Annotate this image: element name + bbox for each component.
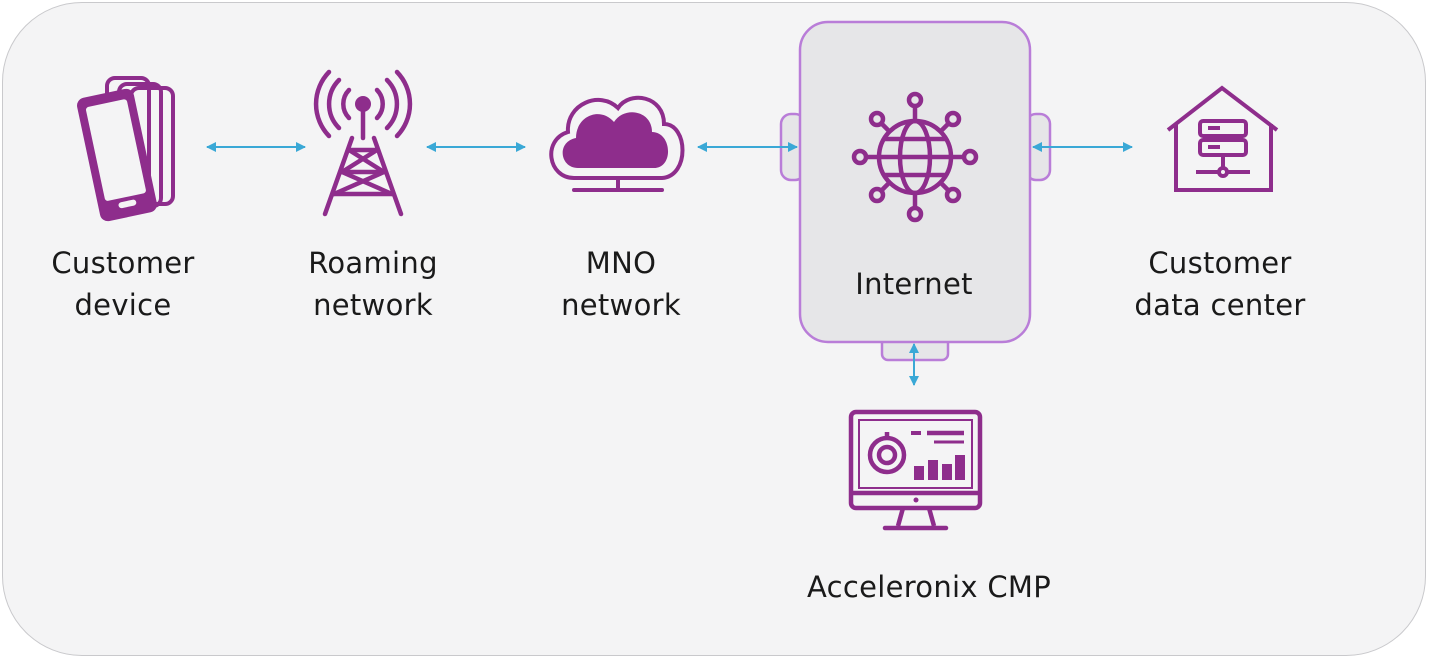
internet-box (779, 20, 1052, 362)
data-center-house-icon (1166, 85, 1279, 192)
globe-network-icon (851, 91, 979, 223)
acceleronix-cmp-label: Acceleronix CMP (806, 570, 1052, 604)
internet-label: Internet (855, 267, 973, 301)
cloud-icon (549, 95, 685, 192)
customer-device-label: Customer device (51, 246, 195, 322)
internet-container (798, 20, 1032, 344)
roaming-network-label: Roaming network (308, 246, 438, 322)
phone-icon (77, 76, 175, 222)
mno-network-label: MNO network (561, 246, 681, 322)
cell-tower-icon (313, 69, 413, 217)
monitor-dashboard-icon (848, 409, 983, 531)
customer-data-center-label: Customer data center (1134, 246, 1306, 322)
